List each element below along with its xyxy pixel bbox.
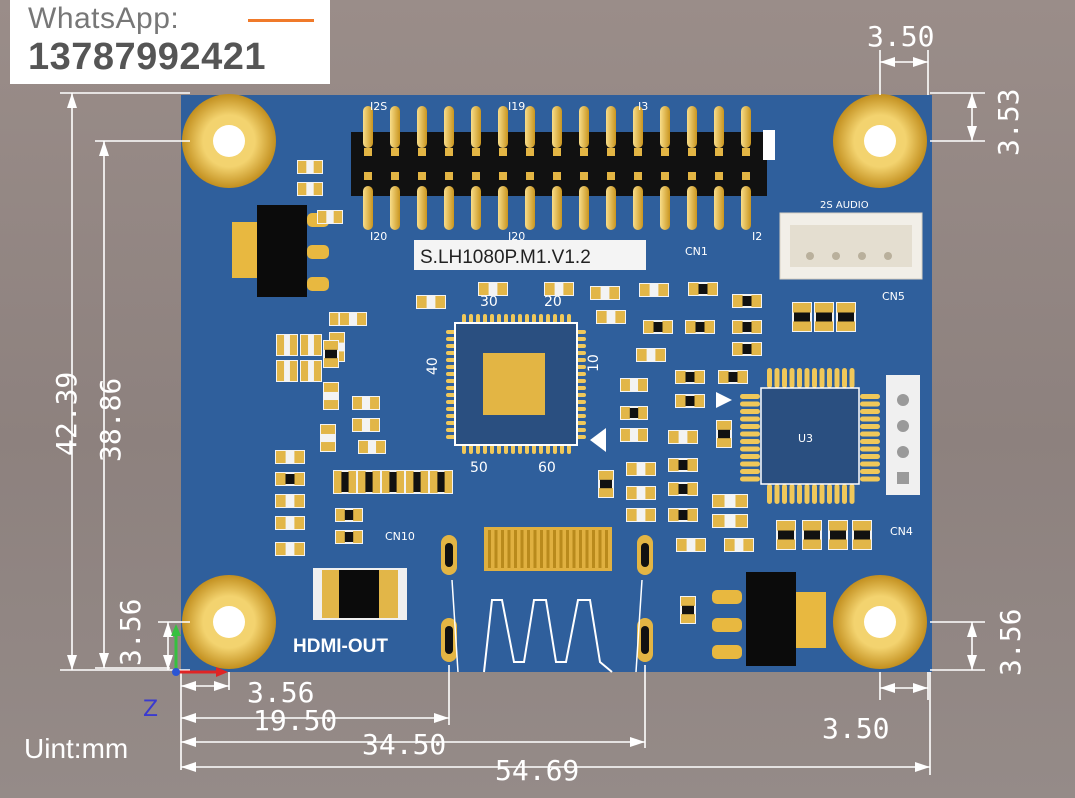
voltage-regulator-bottom — [712, 572, 826, 666]
hdmi-connector — [441, 527, 653, 673]
dim-bottom-small: 3.56 — [247, 676, 314, 709]
dim-top-right-w: 3.50 — [867, 20, 934, 53]
watermark-dash — [248, 19, 314, 22]
watermark-line2: 13787992421 — [28, 36, 266, 78]
chip-pin-40: 40 — [425, 357, 441, 375]
model-label: S.LH1080P.M1.V1.2 — [420, 247, 591, 268]
header-label-top-b: I19 — [508, 100, 525, 113]
header-label-bot-b: I20 — [508, 230, 525, 243]
smd-components — [275, 160, 872, 624]
header-label-cn1: CN1 — [685, 245, 708, 258]
chip-pin-50: 50 — [470, 460, 488, 476]
chip-pin-60: 60 — [538, 460, 556, 476]
dim-left-inner: 38.86 — [94, 378, 127, 462]
cn10-label: CN10 — [385, 530, 415, 543]
audio-label: 2S AUDIO — [820, 200, 869, 211]
chip-pin-30: 30 — [480, 294, 498, 310]
dim-bottom-19: 19.50 — [253, 704, 337, 737]
dim-left-outer: 42.39 — [50, 372, 83, 456]
inductor — [313, 568, 407, 620]
header-label-top-a: I2S — [370, 100, 387, 113]
chip-pin-20: 20 — [544, 294, 562, 310]
mounting-hole-bottom-left — [182, 575, 276, 669]
voltage-regulator-top — [232, 205, 329, 297]
cn5-label: CN5 — [882, 290, 905, 303]
dim-top-right-h: 3.53 — [992, 89, 1025, 156]
mounting-hole-top-left — [182, 94, 276, 188]
cn4-label: CN4 — [890, 525, 913, 538]
pin-header — [351, 106, 775, 230]
watermark-box: WhatsApp: 13787992421 — [10, 0, 330, 84]
mounting-hole-top-right — [833, 94, 927, 188]
cn4-connector — [886, 375, 920, 495]
audio-connector — [779, 212, 923, 280]
header-label-top-c: I3 — [638, 100, 648, 113]
hdmi-label: HDMI-OUT — [293, 636, 388, 657]
watermark-line1: WhatsApp: — [28, 2, 180, 35]
header-label-bot-c: I2 — [752, 230, 762, 243]
dimension-arrows — [67, 57, 977, 772]
model-label-box — [414, 240, 646, 270]
u3-label: U3 — [798, 432, 813, 445]
chip-pin-10: 10 — [586, 354, 602, 372]
u3-chip — [716, 368, 880, 504]
mounting-hole-bottom-right — [833, 575, 927, 669]
axis-z-label: Z — [143, 697, 158, 722]
dim-right-small-h: 3.56 — [994, 609, 1027, 676]
dim-right-small-w: 3.50 — [822, 712, 889, 745]
unit-label: Uint:mm — [24, 733, 129, 764]
axis-gizmo — [171, 624, 228, 677]
dim-left-small: 3.56 — [114, 599, 147, 666]
dim-bottom-total: 54.69 — [495, 754, 579, 787]
dim-bottom-34: 34.50 — [362, 728, 446, 761]
header-label-bot-a: I20 — [370, 230, 387, 243]
main-chip — [446, 314, 606, 454]
